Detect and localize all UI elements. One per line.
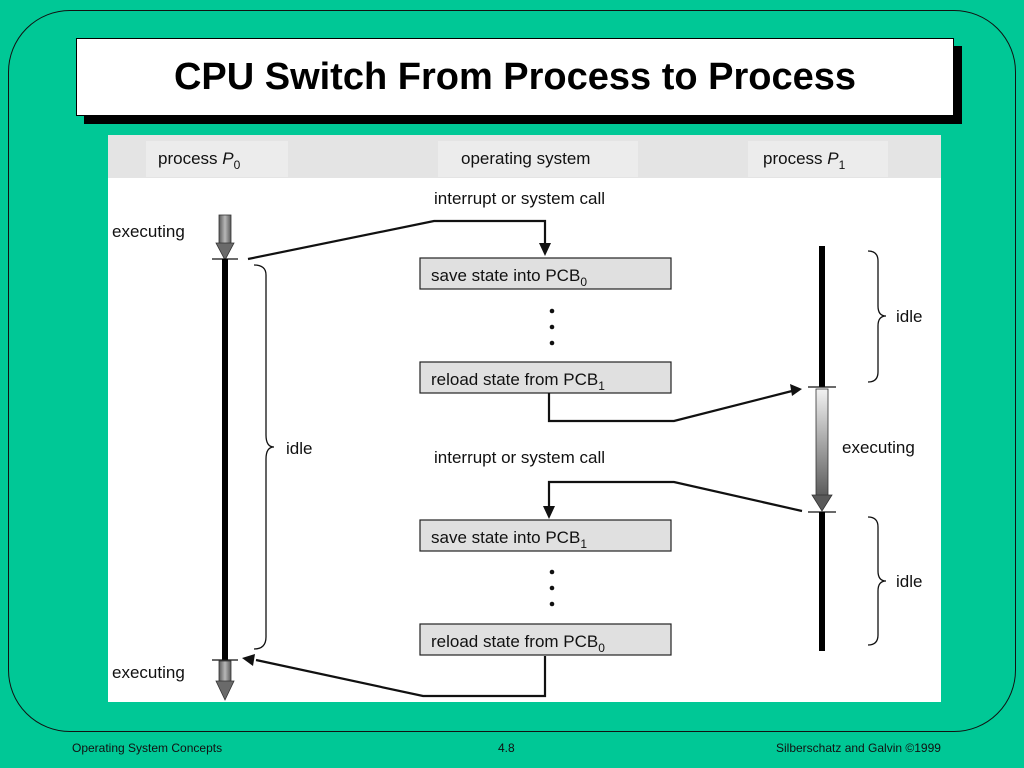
- p1-executing-label: executing: [842, 438, 915, 457]
- diagram-background: [108, 135, 941, 702]
- header-p0-word: process: [158, 149, 218, 168]
- p0-idle-label: idle: [286, 439, 312, 458]
- header-process-p1: process P1: [763, 149, 846, 172]
- header-p1-subscript: 1: [839, 158, 846, 172]
- header-p1-symbol: P: [827, 149, 839, 168]
- slide-frame: [8, 10, 1016, 732]
- p1-idle-bar-top: [819, 246, 825, 387]
- footer-copyright: Silberschatz and Galvin ©1999: [776, 741, 941, 755]
- flow-arrow-os-to-p0: [242, 654, 547, 698]
- svg-text:reload state from PCB1: reload state from PCB1: [431, 370, 605, 393]
- box4-text: reload state from PCB: [431, 632, 598, 651]
- footer-course-title: Operating System Concepts: [72, 741, 223, 755]
- header-p0-subscript: 0: [234, 158, 241, 172]
- flow-arrow-p0-to-os: [247, 219, 551, 261]
- p0-executing-top-label: executing: [112, 222, 185, 241]
- p1-idle-bar-bottom: [819, 512, 825, 651]
- diagram-svg: process P0 operating system process P1 i…: [108, 135, 941, 702]
- box1-text: save state into PCB: [431, 266, 580, 285]
- header-process-p0: process P0: [158, 149, 241, 172]
- p1-idle-top-label: idle: [896, 307, 922, 326]
- p1-idle-brace-bottom: [867, 516, 887, 646]
- context-switch-diagram: process P0 operating system process P1 i…: [108, 135, 941, 702]
- box2-text: reload state from PCB: [431, 370, 598, 389]
- svg-text:reload state from PCB0: reload state from PCB0: [431, 632, 605, 655]
- p0-executing-top-arrow: [215, 214, 235, 261]
- header-p1-word: process: [763, 149, 823, 168]
- flow-arrow-os-to-p1: [547, 384, 802, 423]
- p1-executing-arrow: [811, 388, 833, 512]
- box3-text: save state into PCB: [431, 528, 580, 547]
- title-box: CPU Switch From Process to Process: [76, 38, 954, 116]
- box3-subscript: 1: [580, 537, 587, 551]
- os-box-reload-pcb0: reload state from PCB0: [419, 623, 672, 656]
- svg-text:save state into PCB1: save state into PCB1: [431, 528, 587, 551]
- os-box-save-pcb0: save state into PCB0: [419, 257, 672, 290]
- box1-subscript: 0: [580, 275, 587, 289]
- header-cell-p0: [146, 141, 288, 177]
- header-cell-p1: [748, 141, 888, 177]
- p1-idle-bottom-label: idle: [896, 572, 922, 591]
- os-box-save-pcb1: save state into PCB1: [419, 519, 672, 552]
- footer-page-number: 4.8: [498, 741, 515, 755]
- header-cell-os: [438, 141, 638, 177]
- slide-title: CPU Switch From Process to Process: [173, 55, 857, 98]
- os-box-reload-pcb1: reload state from PCB1: [419, 361, 672, 394]
- p0-executing-bottom-label: executing: [112, 663, 185, 682]
- svg-text:save state into PCB0: save state into PCB0: [431, 266, 587, 289]
- interrupt-label-1: interrupt or system call: [434, 189, 605, 208]
- box2-subscript: 1: [598, 379, 605, 393]
- p0-idle-bar: [222, 259, 228, 660]
- os-ellipsis-1: [549, 308, 555, 346]
- os-ellipsis-2: [549, 569, 555, 607]
- flow-arrow-p1-to-os: [543, 480, 803, 519]
- p0-executing-bottom-arrow: [215, 660, 235, 701]
- header-operating-system: operating system: [461, 149, 590, 168]
- box4-subscript: 0: [598, 641, 605, 655]
- p0-idle-brace: [253, 264, 275, 650]
- interrupt-label-2: interrupt or system call: [434, 448, 605, 467]
- p1-idle-brace-top: [867, 250, 887, 383]
- header-p0-symbol: P: [222, 149, 234, 168]
